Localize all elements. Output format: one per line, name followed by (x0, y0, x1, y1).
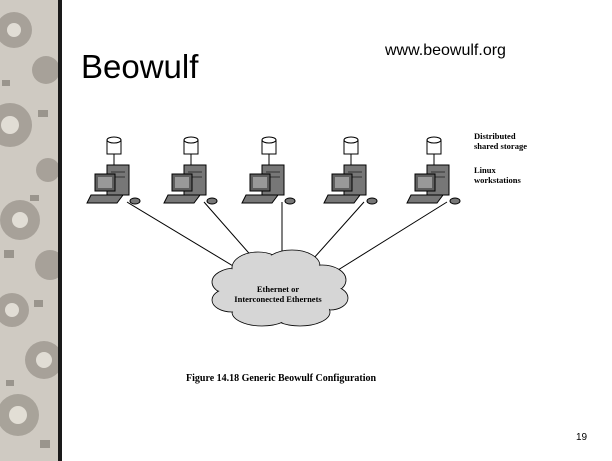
network-cable (126, 201, 249, 276)
network-cloud (211, 249, 349, 327)
mouse-icon (284, 197, 296, 205)
page-number: 19 (576, 432, 588, 443)
mouse-icon (366, 197, 378, 205)
website-url: www.beowulf.org (385, 42, 506, 59)
mouse-icon (449, 197, 461, 205)
keyboard-icon (406, 194, 444, 204)
linux-workstation (163, 136, 218, 205)
slide-title: Beowulf (81, 48, 199, 85)
keyboard-icon (241, 194, 279, 204)
mouse-icon (206, 197, 218, 205)
linux-workstation (86, 136, 141, 205)
keyboard-icon (323, 194, 361, 204)
network-cable (321, 201, 448, 281)
linux-workstation (406, 136, 461, 205)
decorative-gear-border (0, 0, 62, 461)
linux-workstation (241, 136, 296, 205)
keyboard-icon (163, 194, 201, 204)
keyboard-icon (86, 194, 124, 204)
mouse-icon (129, 197, 141, 205)
linux-workstation (323, 136, 378, 205)
figure-caption: Figure 14.18 Generic Beowulf Configurati… (186, 373, 377, 384)
